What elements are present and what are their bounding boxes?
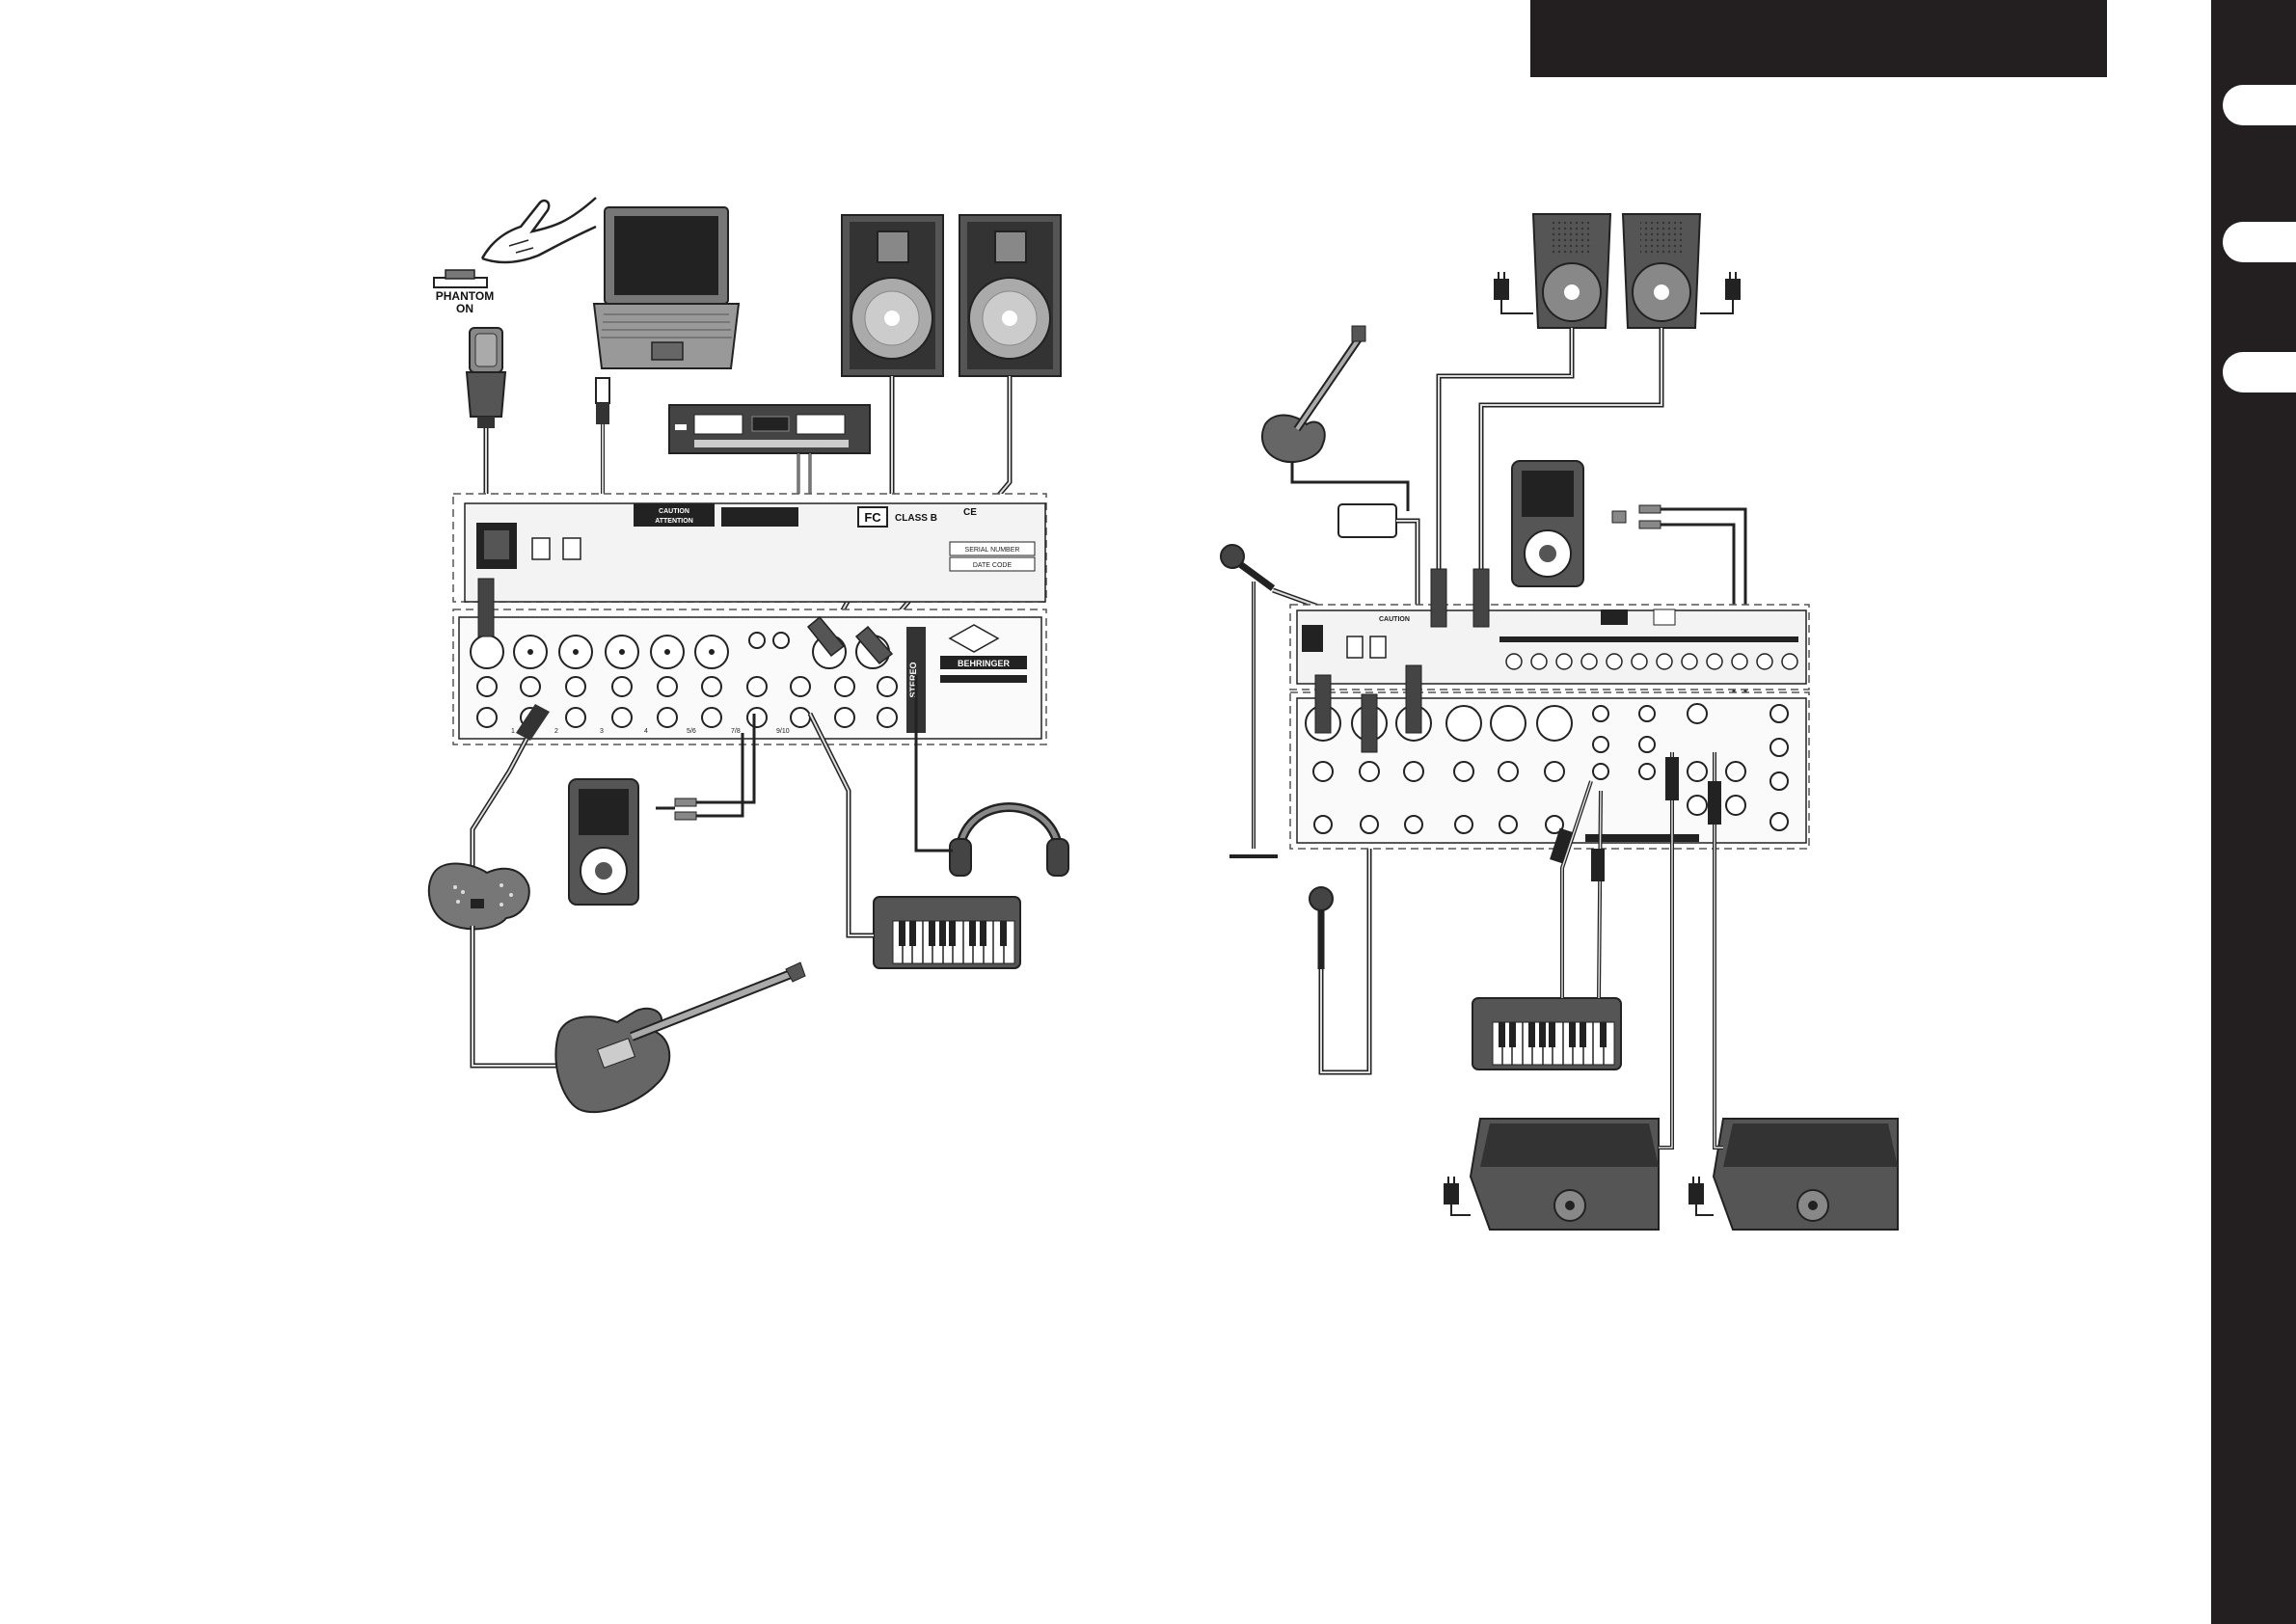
mixer-connector-panel: STEREO BEHRINGER 1 2 3 4 5/6 7/8 9/10 — [453, 609, 1046, 744]
stage-monitor-left — [1471, 1119, 1659, 1230]
electric-guitar-small — [429, 864, 529, 930]
microphone-on-stand — [1221, 545, 1278, 856]
serial-number-label: SERIAL NUMBER — [965, 547, 1020, 554]
studio-monitor-right — [959, 215, 1061, 376]
channel-number-2: 2 — [554, 728, 558, 735]
caution-label: CAUTION — [659, 508, 689, 515]
mixer-rear-panel: CAUTION ATTENTION FC CLASS B CE SERIAL N… — [453, 494, 1046, 602]
headphones — [950, 807, 1068, 876]
fcc-label: FC — [864, 510, 881, 525]
caution-label-right: CAUTION — [1379, 616, 1410, 623]
channel-number-4: 4 — [644, 728, 648, 735]
channel-number-7-8: 7/8 — [731, 728, 741, 735]
attention-label: ATTENTION — [655, 518, 693, 525]
date-code-label: DATE CODE — [973, 562, 1013, 569]
midi-keyboard-right — [1472, 998, 1621, 1069]
ce-label: CE — [963, 507, 977, 518]
channel-number-5-6: 5/6 — [687, 728, 696, 735]
condenser-microphone — [467, 328, 505, 428]
laptop-computer — [594, 207, 739, 368]
stage-monitor-right — [1714, 1119, 1898, 1230]
pa-speaker-left — [1533, 214, 1610, 328]
handheld-microphone — [1310, 887, 1333, 969]
electric-guitar-large — [555, 962, 805, 1112]
bass-guitar — [1262, 326, 1365, 462]
pa-speaker-right — [1623, 214, 1700, 328]
cassette-deck — [669, 405, 870, 453]
phantom-on-label: ON — [456, 302, 473, 315]
channel-number-1: 1 — [511, 728, 515, 735]
channel-number-9-10: 9/10 — [776, 728, 790, 735]
channel-number-3: 3 — [600, 728, 604, 735]
midi-keyboard-left — [874, 897, 1020, 968]
phantom-switch-illustration: PHANTOM ON — [434, 198, 596, 315]
mp3-player-right — [1512, 461, 1583, 586]
left-setup-diagram: PHANTOM ON — [429, 198, 1068, 1112]
studio-monitor-left — [842, 215, 943, 376]
phantom-label: PHANTOM — [436, 289, 494, 303]
mp3-player-left — [569, 779, 638, 905]
right-setup-diagram: CAUTION — [1221, 214, 1898, 1230]
class-b-label: CLASS B — [895, 513, 937, 524]
brand-logo: BEHRINGER — [958, 659, 1011, 668]
